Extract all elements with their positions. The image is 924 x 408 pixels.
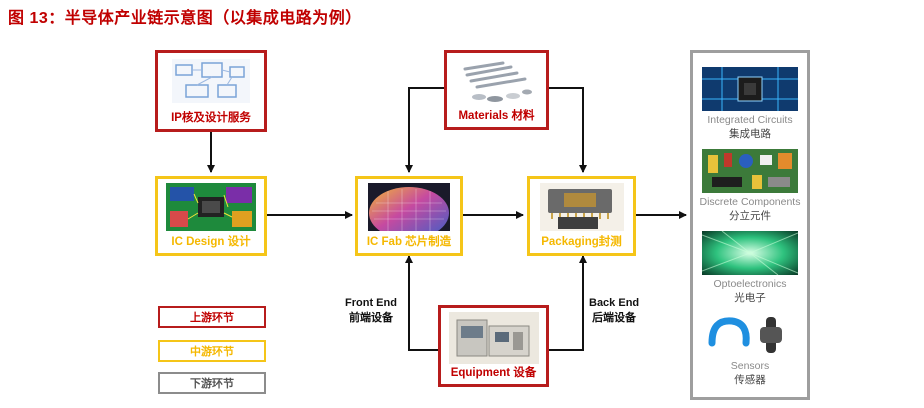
materials-image: [459, 59, 535, 105]
front-end-label: Front End 前端设备: [345, 296, 397, 326]
legend-upstream: 上游环节: [158, 306, 266, 328]
product-en: Integrated Circuits: [707, 114, 793, 126]
ip-schematic-image: [172, 59, 250, 103]
product-cn: 光电子: [734, 292, 766, 304]
product-cn: 传感器: [734, 374, 766, 386]
circuit-board-icon: [702, 149, 798, 193]
ic-fab-box: IC Fab 芯片制造: [355, 176, 463, 256]
ic-design-box: IC Design 设计: [155, 176, 267, 256]
arrow-equipment-to-packaging: [549, 255, 587, 351]
product-sensors: Sensors 传感器: [693, 313, 807, 387]
equipment-image: [449, 312, 539, 364]
ic-design-label: IC Design 设计: [171, 236, 251, 248]
packaging-box: Packaging封测: [527, 176, 636, 256]
packaging-label: Packaging封测: [541, 236, 622, 248]
downstream-products-panel: Integrated Circuits 集成电路 Discrete Compon…: [690, 50, 810, 400]
arrow-equipment-to-fab: [405, 255, 438, 351]
packaging-image: [540, 183, 624, 231]
product-cn: 分立元件: [729, 210, 771, 222]
ip-box-label: IP核及设计服务: [171, 112, 251, 124]
equipment-box: Equipment 设备: [438, 305, 549, 387]
figure-title: 图 13：半导体产业链示意图（以集成电路为例）: [8, 10, 362, 27]
arrow-materials-to-packaging: [549, 87, 587, 173]
product-integrated-circuits: Integrated Circuits 集成电路: [693, 67, 807, 141]
materials-box-label: Materials 材料: [458, 110, 535, 122]
chip-icon: [702, 67, 798, 111]
ip-design-services-box: IP核及设计服务: [155, 50, 267, 132]
fiber-optic-icon: [702, 231, 798, 275]
back-end-cn: 后端设备: [592, 312, 637, 324]
legend-midstream: 中游环节: [158, 340, 266, 362]
back-end-label: Back End 后端设备: [589, 296, 639, 326]
ic-design-image: [166, 183, 256, 231]
arrow-materials-to-fab: [405, 87, 444, 173]
product-cn: 集成电路: [729, 128, 771, 140]
materials-box: Materials 材料: [444, 50, 549, 130]
legend-downstream: 下游环节: [158, 372, 266, 394]
equipment-box-label: Equipment 设备: [450, 367, 537, 379]
product-en: Sensors: [730, 360, 770, 372]
product-en: Discrete Components: [699, 196, 801, 208]
product-en: Optoelectronics: [713, 278, 787, 290]
wafer-image: [368, 183, 450, 231]
wearable-sensor-icon: [702, 313, 798, 357]
front-end-en: Front End: [345, 297, 397, 309]
front-end-cn: 前端设备: [348, 312, 393, 324]
ic-fab-label: IC Fab 芯片制造: [366, 236, 452, 248]
back-end-en: Back End: [589, 297, 640, 309]
product-optoelectronics: Optoelectronics 光电子: [693, 231, 807, 305]
product-discrete-components: Discrete Components 分立元件: [693, 149, 807, 223]
